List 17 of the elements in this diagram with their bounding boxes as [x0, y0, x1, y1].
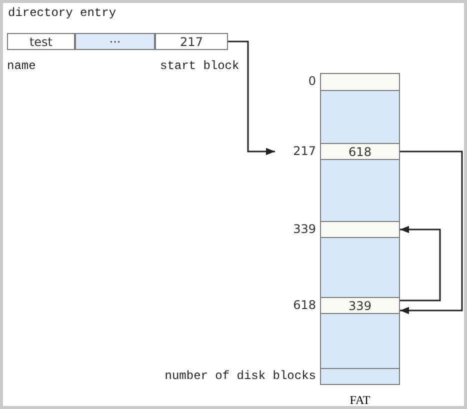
table-row: 339	[320, 297, 400, 314]
row-index: number of disk blocks	[164, 369, 316, 383]
arrow	[228, 40, 275, 156]
arrow	[400, 150, 463, 314]
directory-cell: ···	[75, 33, 155, 50]
directory-cell: 217	[155, 33, 228, 50]
directory-cell: test	[7, 33, 75, 50]
field-label: name	[7, 59, 36, 73]
row-index: 0	[308, 74, 316, 88]
row-index: 618	[293, 298, 316, 312]
row-index: 217	[293, 144, 316, 158]
table-heading: directory entry	[8, 6, 116, 20]
table-row: 618	[320, 143, 400, 160]
field-label: start block	[160, 59, 240, 73]
arrow	[400, 226, 441, 302]
row-index: 339	[293, 222, 316, 236]
table-caption: FAT	[348, 393, 372, 408]
